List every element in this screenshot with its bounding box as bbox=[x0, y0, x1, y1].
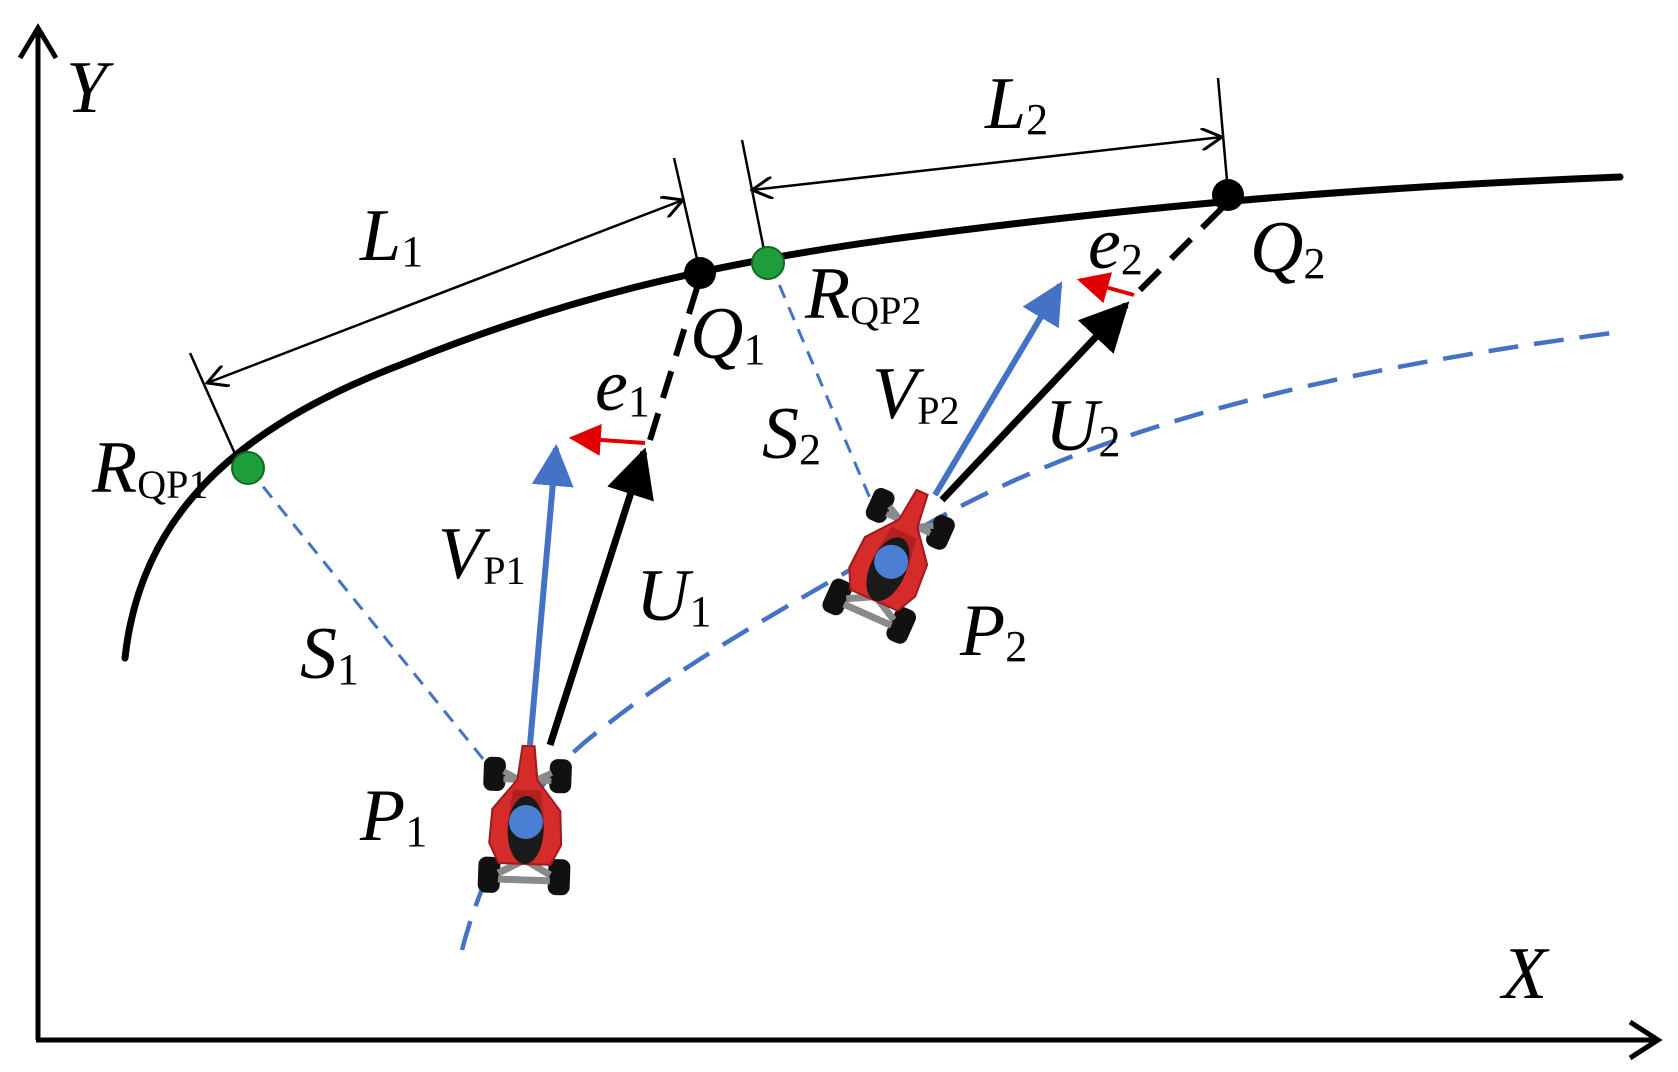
vehicle-p1-icon bbox=[477, 744, 574, 895]
p1-label: P1 bbox=[359, 775, 427, 857]
error-vector-e2 bbox=[1076, 272, 1135, 304]
u2-label: U2 bbox=[1045, 385, 1120, 467]
lookahead-point-q1 bbox=[684, 257, 716, 289]
y-axis-label: Y bbox=[66, 47, 114, 129]
r-qp2-label: RQP2 bbox=[804, 253, 921, 335]
e1-label: e1 bbox=[595, 345, 650, 427]
reference-point-qp1 bbox=[231, 451, 265, 485]
u1-extension bbox=[647, 277, 703, 441]
axes bbox=[17, 23, 1663, 1061]
l1-dimension bbox=[188, 157, 702, 466]
l2-dimension bbox=[740, 77, 1230, 256]
v-p2-label: VP2 bbox=[872, 353, 959, 435]
lookahead-point-q2 bbox=[1212, 179, 1244, 211]
q2-label: Q2 bbox=[1250, 207, 1325, 289]
u2-extension bbox=[1137, 195, 1235, 293]
r-qp1-label: RQP1 bbox=[91, 427, 208, 509]
reference-point-qp2 bbox=[751, 246, 785, 280]
s1-label: S1 bbox=[300, 613, 359, 695]
velocity-vector-p2 bbox=[932, 281, 1063, 497]
s2-line bbox=[768, 262, 877, 511]
velocity-vector-p1 bbox=[527, 443, 574, 746]
s2-label: S2 bbox=[762, 393, 821, 475]
control-vector-u2 bbox=[939, 301, 1130, 503]
p2-label: P2 bbox=[959, 590, 1027, 672]
l2-label: L2 bbox=[984, 63, 1048, 145]
l1-label: L1 bbox=[359, 195, 423, 277]
s1-line bbox=[246, 467, 490, 766]
error-vector-e1 bbox=[568, 424, 646, 456]
v-p1-label: VP1 bbox=[438, 513, 525, 595]
u1-label: U1 bbox=[636, 555, 711, 637]
x-axis-label: X bbox=[1499, 933, 1550, 1015]
control-vector-u1 bbox=[546, 447, 654, 747]
e2-label: e2 bbox=[1088, 203, 1143, 285]
q1-label: Q1 bbox=[690, 293, 765, 375]
